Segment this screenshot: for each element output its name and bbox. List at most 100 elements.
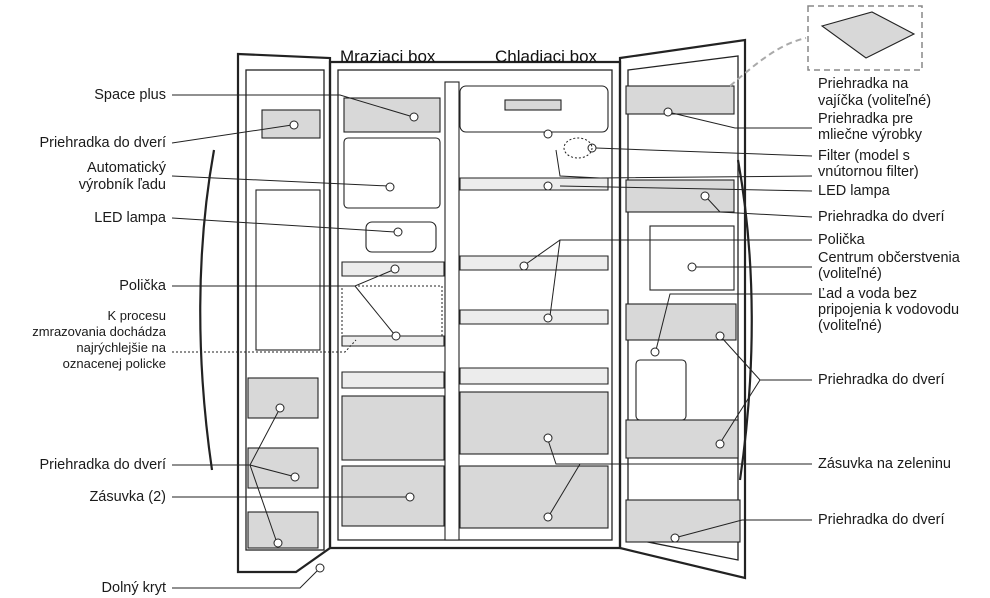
refrigerator-illustration xyxy=(199,5,923,580)
left-door-bin-3 xyxy=(247,511,319,549)
marker-shelf-left-2 xyxy=(391,331,401,341)
leader-filter-b xyxy=(555,149,813,179)
refreshment-center-box xyxy=(649,225,735,291)
label-door-bin-right-2: Priehradka do dverí xyxy=(818,372,945,388)
leader-freezing-note xyxy=(172,339,357,353)
leader-door-bin-right-3 xyxy=(677,519,812,538)
fridge-shelf-3 xyxy=(459,309,609,325)
label-refreshment-center: Centrum občerstvenia(voliteľné) xyxy=(818,250,961,282)
marker-door-bin-left-1 xyxy=(275,403,285,413)
leader-bottom-cover xyxy=(172,569,319,589)
freezer-drawer xyxy=(341,465,445,527)
label-led-lamp-right: LED lampa xyxy=(818,183,891,199)
label-vegetable-drawer: Zásuvka na zeleninu xyxy=(818,456,951,472)
freezer-shelf-2 xyxy=(341,335,445,347)
marker-drawer xyxy=(405,492,415,502)
leader-vegetable-drawer-a xyxy=(547,439,812,465)
freezer-fast-freeze-area xyxy=(341,285,443,337)
label-space-plus: Space plus xyxy=(94,87,166,103)
marker-shelf-right-2 xyxy=(543,313,553,323)
marker-vegetable-drawer-1 xyxy=(543,433,553,443)
marker-door-bin-right-2a xyxy=(715,331,725,341)
marker-door-bin-right-3 xyxy=(670,533,680,543)
egg-tray-arrow xyxy=(729,37,807,87)
egg-tray-callout-box xyxy=(807,5,923,71)
marker-door-bin-right-1 xyxy=(700,191,710,201)
leader-ice-maker xyxy=(171,175,389,187)
marker-ice-water xyxy=(650,347,660,357)
space-plus-box xyxy=(343,97,441,133)
left-labels: Space plus Priehradka do dverí Automatic… xyxy=(32,87,419,596)
marker-filter-2 xyxy=(543,129,553,139)
label-led-lamp-left: LED lampa xyxy=(94,210,167,226)
label-shelf-left: Polička xyxy=(119,278,167,294)
label-drawer: Zásuvka (2) xyxy=(89,489,166,505)
freezer-heading: Mraziaci box xyxy=(340,47,436,66)
leader-space-plus xyxy=(172,94,411,117)
left-door-panel xyxy=(255,189,321,351)
leader-door-bin-top-left xyxy=(171,124,293,144)
leader-door-bins-left-b xyxy=(249,464,293,477)
leader-led-lamp-right xyxy=(559,185,813,192)
leader-filter-a xyxy=(595,147,813,157)
label-door-bin-right-3: Priehradka do dverí xyxy=(818,512,945,528)
label-door-bin-top-left: Priehradka do dverí xyxy=(39,135,166,151)
leader-door-bins-left-c xyxy=(249,464,277,541)
cabinet xyxy=(328,60,622,550)
leader-shelf-left-b xyxy=(354,285,395,335)
leader-door-bin-right-1 xyxy=(706,197,813,218)
fridge-heading: Chladiaci box xyxy=(495,47,598,66)
leader-door-bin-right-2-b xyxy=(721,379,761,441)
vegetable-drawer-lower xyxy=(459,465,609,529)
leader-door-bin-right-2-a xyxy=(721,337,812,381)
leader-dairy-bin xyxy=(671,112,812,129)
marker-ice-maker xyxy=(385,182,395,192)
marker-vegetable-drawer-2 xyxy=(543,512,553,522)
leader-led-lamp-left xyxy=(171,217,396,233)
filter-highlight xyxy=(563,137,593,159)
marker-led-lamp-right xyxy=(543,181,553,191)
label-bottom-cover: Dolný kryt xyxy=(102,580,166,596)
left-door-bin-2 xyxy=(247,447,319,489)
vegetable-drawer-upper xyxy=(459,391,609,455)
marker-door-bin-left-3 xyxy=(273,538,283,548)
marker-bottom-cover xyxy=(315,563,325,573)
right-door-bin-2 xyxy=(625,419,739,459)
ice-maker-box xyxy=(343,137,441,209)
center-divider xyxy=(444,81,460,541)
left-handle xyxy=(199,149,216,471)
marker-shelf-left-1 xyxy=(390,264,400,274)
led-lamp-left-box xyxy=(365,221,437,253)
marker-dairy-bin xyxy=(663,107,673,117)
label-door-bins-left: Priehradka do dverí xyxy=(39,457,166,473)
display-panel xyxy=(504,99,562,111)
water-pitcher xyxy=(635,359,687,421)
marker-refreshment-center xyxy=(687,262,697,272)
fridge-shelf-1 xyxy=(459,177,609,191)
dairy-bin-box xyxy=(625,85,735,115)
fridge-shelf-2 xyxy=(459,255,609,271)
marker-door-bin-top-left xyxy=(289,120,299,130)
freezer-shelf-3 xyxy=(341,371,445,389)
leader-vegetable-drawer-b xyxy=(549,463,581,515)
marker-door-bin-right-2b xyxy=(715,439,725,449)
marker-shelf-right-1 xyxy=(519,261,529,271)
fridge-shelf-4 xyxy=(459,367,609,385)
leader-shelf-right-b xyxy=(549,239,561,317)
right-door-bin-1 xyxy=(625,179,735,213)
cabinet-inner xyxy=(337,69,613,541)
egg-tray xyxy=(820,11,916,59)
freezer-basket xyxy=(341,395,445,461)
marker-led-lamp-left xyxy=(393,227,403,237)
label-shelf-right: Polička xyxy=(818,232,866,248)
left-door-frame xyxy=(236,52,332,574)
